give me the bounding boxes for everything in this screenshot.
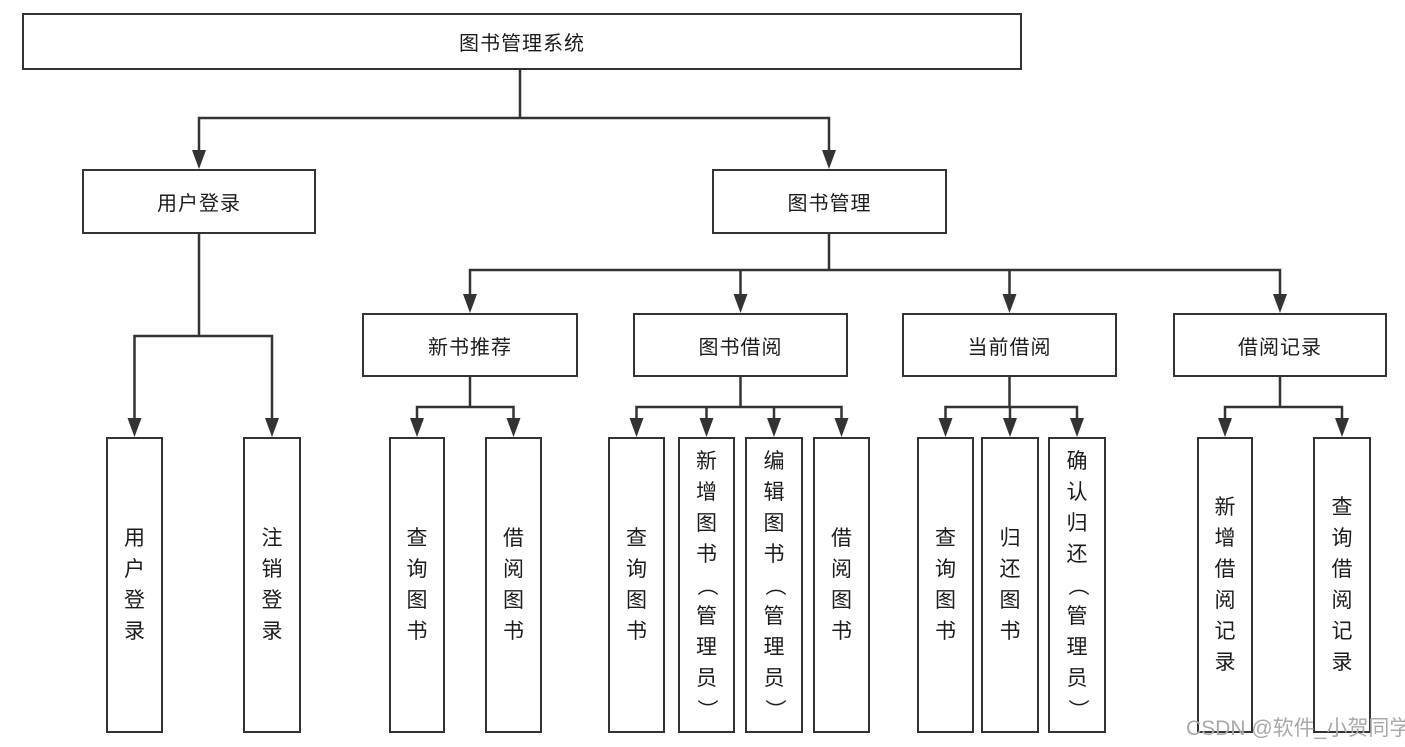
node-label: 借阅图书 — [831, 527, 852, 643]
node-confirm-return-admin: 确认归还（管理员） — [1048, 437, 1106, 733]
node-label: 新增图书（管理员） — [695, 449, 718, 720]
node-borrowing-records: 借阅记录 — [1173, 313, 1387, 377]
node-query-books-borrow: 查询图书 — [608, 437, 665, 733]
node-new-book-recommend: 新书推荐 — [362, 313, 578, 377]
node-label: 查询图书 — [406, 527, 428, 643]
node-add-book-admin: 新增图书（管理员） — [678, 437, 735, 733]
node-label: 借阅记录 — [1238, 336, 1322, 359]
node-label: 图书管理 — [787, 193, 872, 215]
node-book-management: 图书管理 — [712, 169, 947, 234]
node-label: 借阅图书 — [503, 527, 524, 643]
node-label: 编辑图书（管理员） — [762, 449, 786, 720]
node-label: 图书借阅 — [698, 336, 783, 359]
node-user-login: 用户登录 — [82, 169, 316, 234]
node-add-borrow-record: 新增借阅记录 — [1197, 437, 1253, 733]
csdn-watermark: CSDN @软件_小贺同学 — [1186, 717, 1405, 740]
node-borrow-books-recommend: 借阅图书 — [485, 437, 542, 733]
node-label: 新书推荐 — [428, 336, 512, 359]
node-label: 确认归还（管理员） — [1065, 449, 1089, 720]
node-query-borrow-record: 查询借阅记录 — [1313, 437, 1371, 733]
node-label: 新增借阅记录 — [1214, 496, 1236, 674]
node-label: 注销登录 — [261, 527, 283, 643]
node-user-login-leaf: 用户登录 — [106, 437, 163, 733]
node-query-books-current: 查询图书 — [917, 437, 974, 733]
node-label: 查询图书 — [935, 527, 956, 643]
node-label: 用户登录 — [157, 193, 241, 215]
node-label: 用户登录 — [124, 527, 145, 643]
node-return-books: 归还图书 — [981, 437, 1039, 733]
node-label: 查询借阅记录 — [1331, 496, 1353, 674]
node-label: 查询图书 — [626, 527, 647, 643]
node-current-borrowing: 当前借阅 — [902, 313, 1117, 377]
node-borrow-books-leaf: 借阅图书 — [813, 437, 870, 733]
node-library-system: 图书管理系统 — [22, 13, 1022, 70]
node-book-borrowing: 图书借阅 — [633, 313, 848, 377]
node-logout-leaf: 注销登录 — [243, 437, 301, 733]
node-edit-book-admin: 编辑图书（管理员） — [745, 437, 803, 733]
node-label: 归还图书 — [999, 527, 1021, 643]
node-query-books-recommend: 查询图书 — [389, 437, 445, 733]
node-label: 图书管理系统 — [459, 33, 585, 55]
node-label: 当前借阅 — [967, 336, 1052, 359]
